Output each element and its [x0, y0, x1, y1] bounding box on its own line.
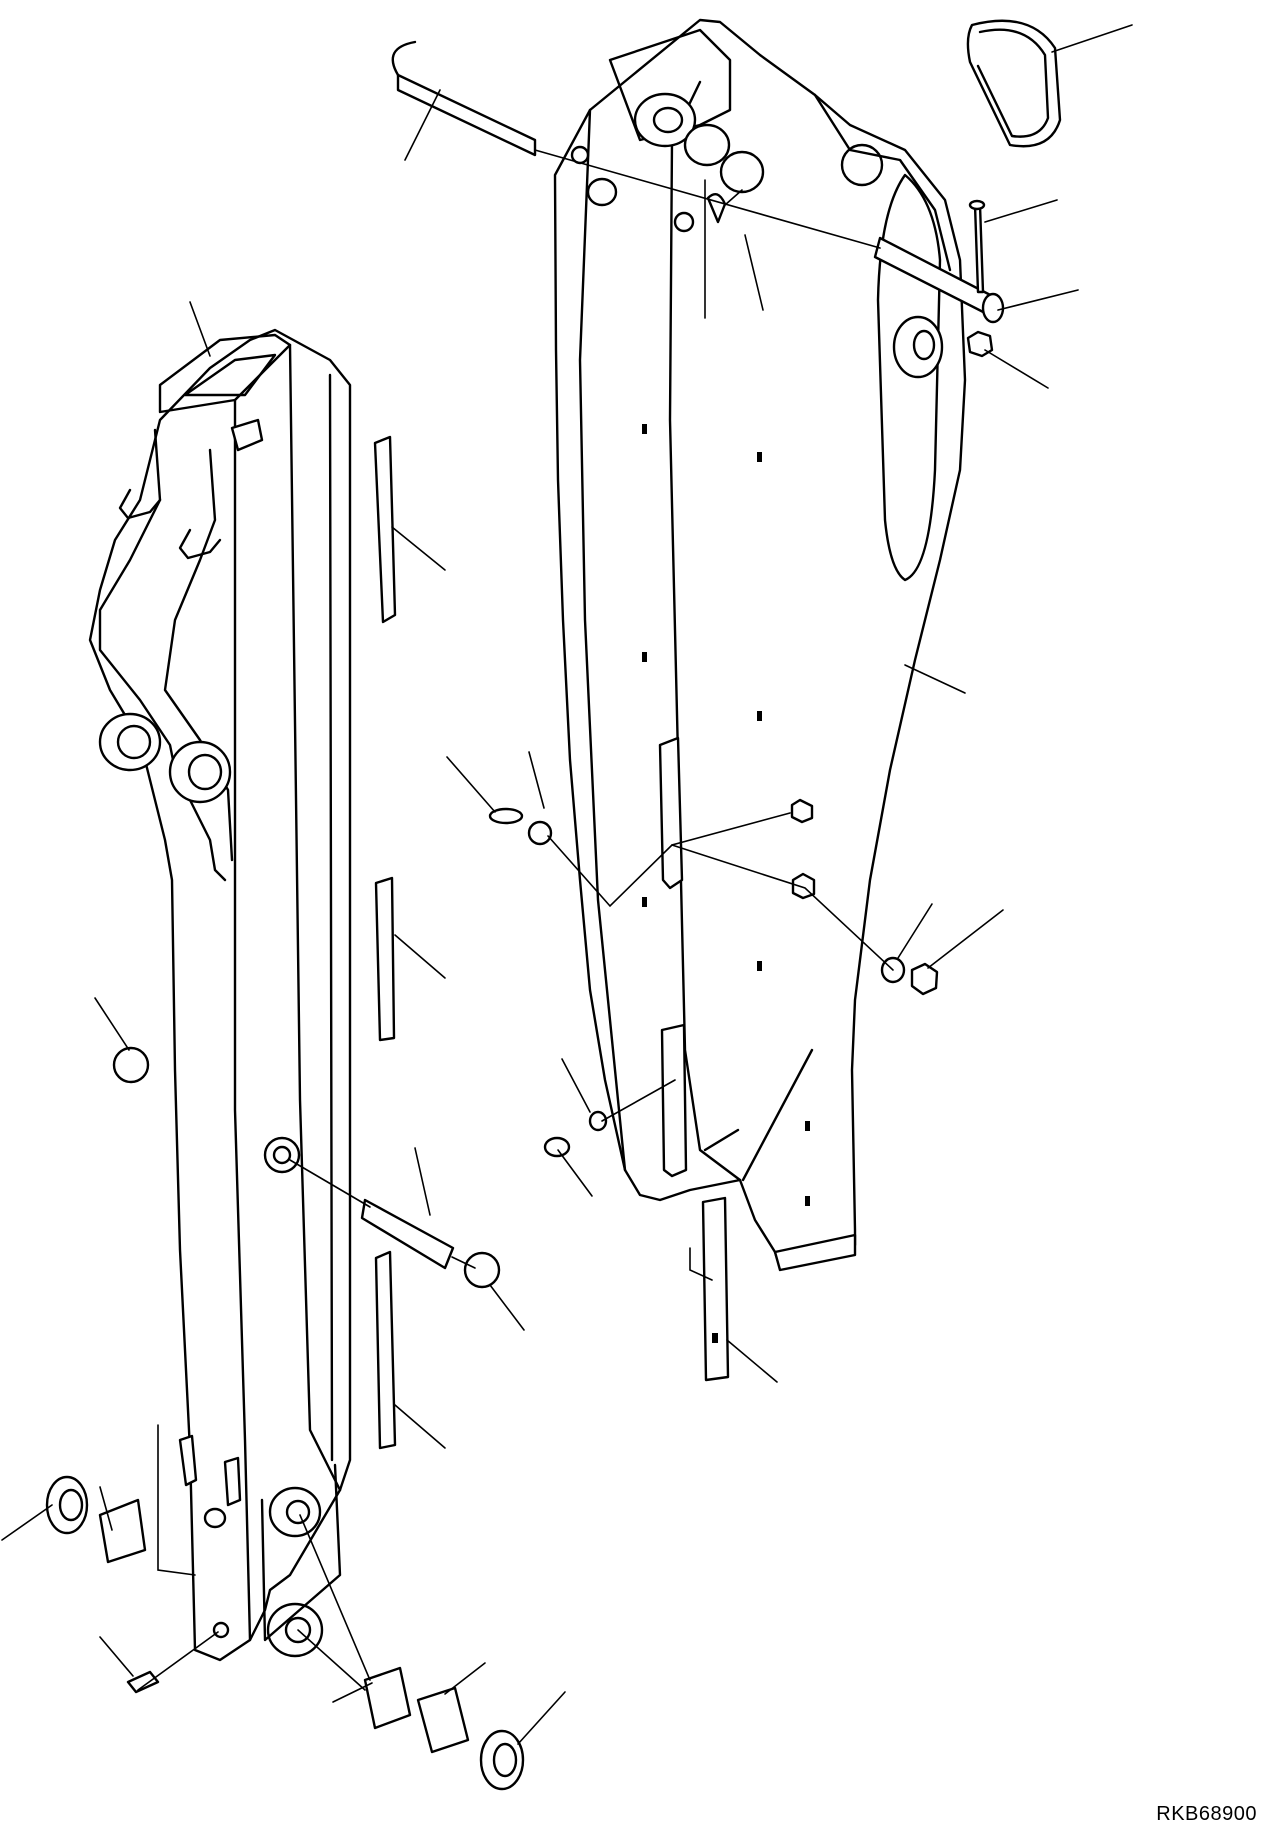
thrust-washer-left-hole: [60, 1490, 82, 1520]
arm-bracket-1: [180, 1436, 196, 1485]
side-washer-1: [529, 822, 551, 844]
thrust-washer-right-hole: [494, 1744, 516, 1776]
bushing-right-2: [418, 1688, 468, 1752]
arm-side-plate: [100, 430, 225, 880]
arm-lower-hole-2: [286, 1618, 310, 1642]
arm-tab-1: [120, 490, 160, 518]
boom-web-line: [580, 110, 625, 1170]
bushing-left: [100, 1500, 145, 1562]
arm-pivot-boss-1: [100, 714, 160, 770]
boom-assembly: [555, 20, 965, 1270]
arm-lower-hole-1: [287, 1501, 309, 1523]
arm-pivot-boss-2: [170, 742, 230, 802]
lower-bolt: [545, 1138, 569, 1156]
arm-pivot-hole-1: [118, 726, 150, 758]
bushing-right-1: [365, 1668, 410, 1728]
grease-fitting: [128, 1672, 158, 1692]
arm-edge-1: [235, 400, 250, 1640]
boom-lower-rib-2: [705, 1130, 738, 1150]
retainer-ring-inner: [978, 30, 1048, 137]
wear-plate-upper: [660, 738, 682, 888]
arm-pivot-hole-2: [189, 755, 221, 789]
boom-top-boss: [635, 94, 695, 146]
boom-pin-hole-4: [721, 152, 763, 192]
boom-right-rib: [815, 95, 950, 270]
boom-mounting-holes: [642, 424, 810, 1206]
boom-pin-hole-5: [842, 145, 882, 185]
drawing-code-label: RKB68900: [1156, 1803, 1257, 1825]
snap-ring-upper: [114, 1048, 148, 1082]
arm-mid-pin: [362, 1200, 453, 1268]
arm-lower-boss-1: [270, 1488, 320, 1536]
boom-pin-hole-3: [675, 213, 693, 231]
boom-pin-hole-2: [588, 179, 616, 205]
arm-plate-1: [375, 437, 395, 622]
arm-plate-3: [376, 1252, 395, 1448]
cross-pin-bolt-head: [970, 201, 984, 209]
boom-top-boss-hole: [654, 108, 682, 132]
retainer-ring-large: [968, 21, 1060, 147]
arm-edge-3: [330, 375, 332, 1460]
arm-top-opening: [185, 355, 275, 395]
leader-lines: [2, 25, 1132, 1744]
boom-top-pin-boss: [685, 125, 729, 165]
arm-plate-2: [376, 878, 394, 1040]
side-nut-1: [792, 800, 812, 822]
boom-lower-rib: [743, 1050, 812, 1180]
arm-bottom-port: [214, 1623, 228, 1637]
boom-cross-pin: [875, 238, 1003, 322]
wear-plate-lower: [662, 1025, 686, 1176]
boom-side-boss: [894, 317, 942, 377]
arm-assembly: [90, 330, 350, 1660]
boom-body: [555, 20, 965, 1268]
arm-tip-plate: [262, 1465, 340, 1640]
arm-wear-plates: [375, 437, 395, 1448]
wear-plate-detached: [703, 1198, 728, 1380]
arm-top-block: [232, 420, 262, 450]
arm-grease-port: [205, 1509, 225, 1527]
lower-washer: [590, 1112, 606, 1130]
side-bolt: [490, 809, 522, 823]
boom-head-bracket: [610, 30, 730, 140]
arm-body: [90, 330, 350, 1660]
thrust-washer-right: [481, 1731, 523, 1789]
boom-bottom-edge: [775, 1235, 855, 1270]
arm-tab-2: [180, 530, 220, 558]
snap-ring-mid: [465, 1253, 499, 1287]
arm-lower-boss-2: [268, 1604, 322, 1656]
cross-pin-bolt: [975, 205, 983, 292]
side-nut-3: [912, 964, 937, 994]
arm-mid-boss: [265, 1138, 299, 1172]
arm-mid-boss-hole: [274, 1147, 290, 1163]
arm-edge-2: [290, 345, 340, 1490]
arm-bracket-2: [225, 1458, 240, 1505]
assembly-lines: [138, 150, 893, 1690]
top-pin: [393, 42, 535, 155]
boom-side-boss-hole: [914, 331, 934, 359]
